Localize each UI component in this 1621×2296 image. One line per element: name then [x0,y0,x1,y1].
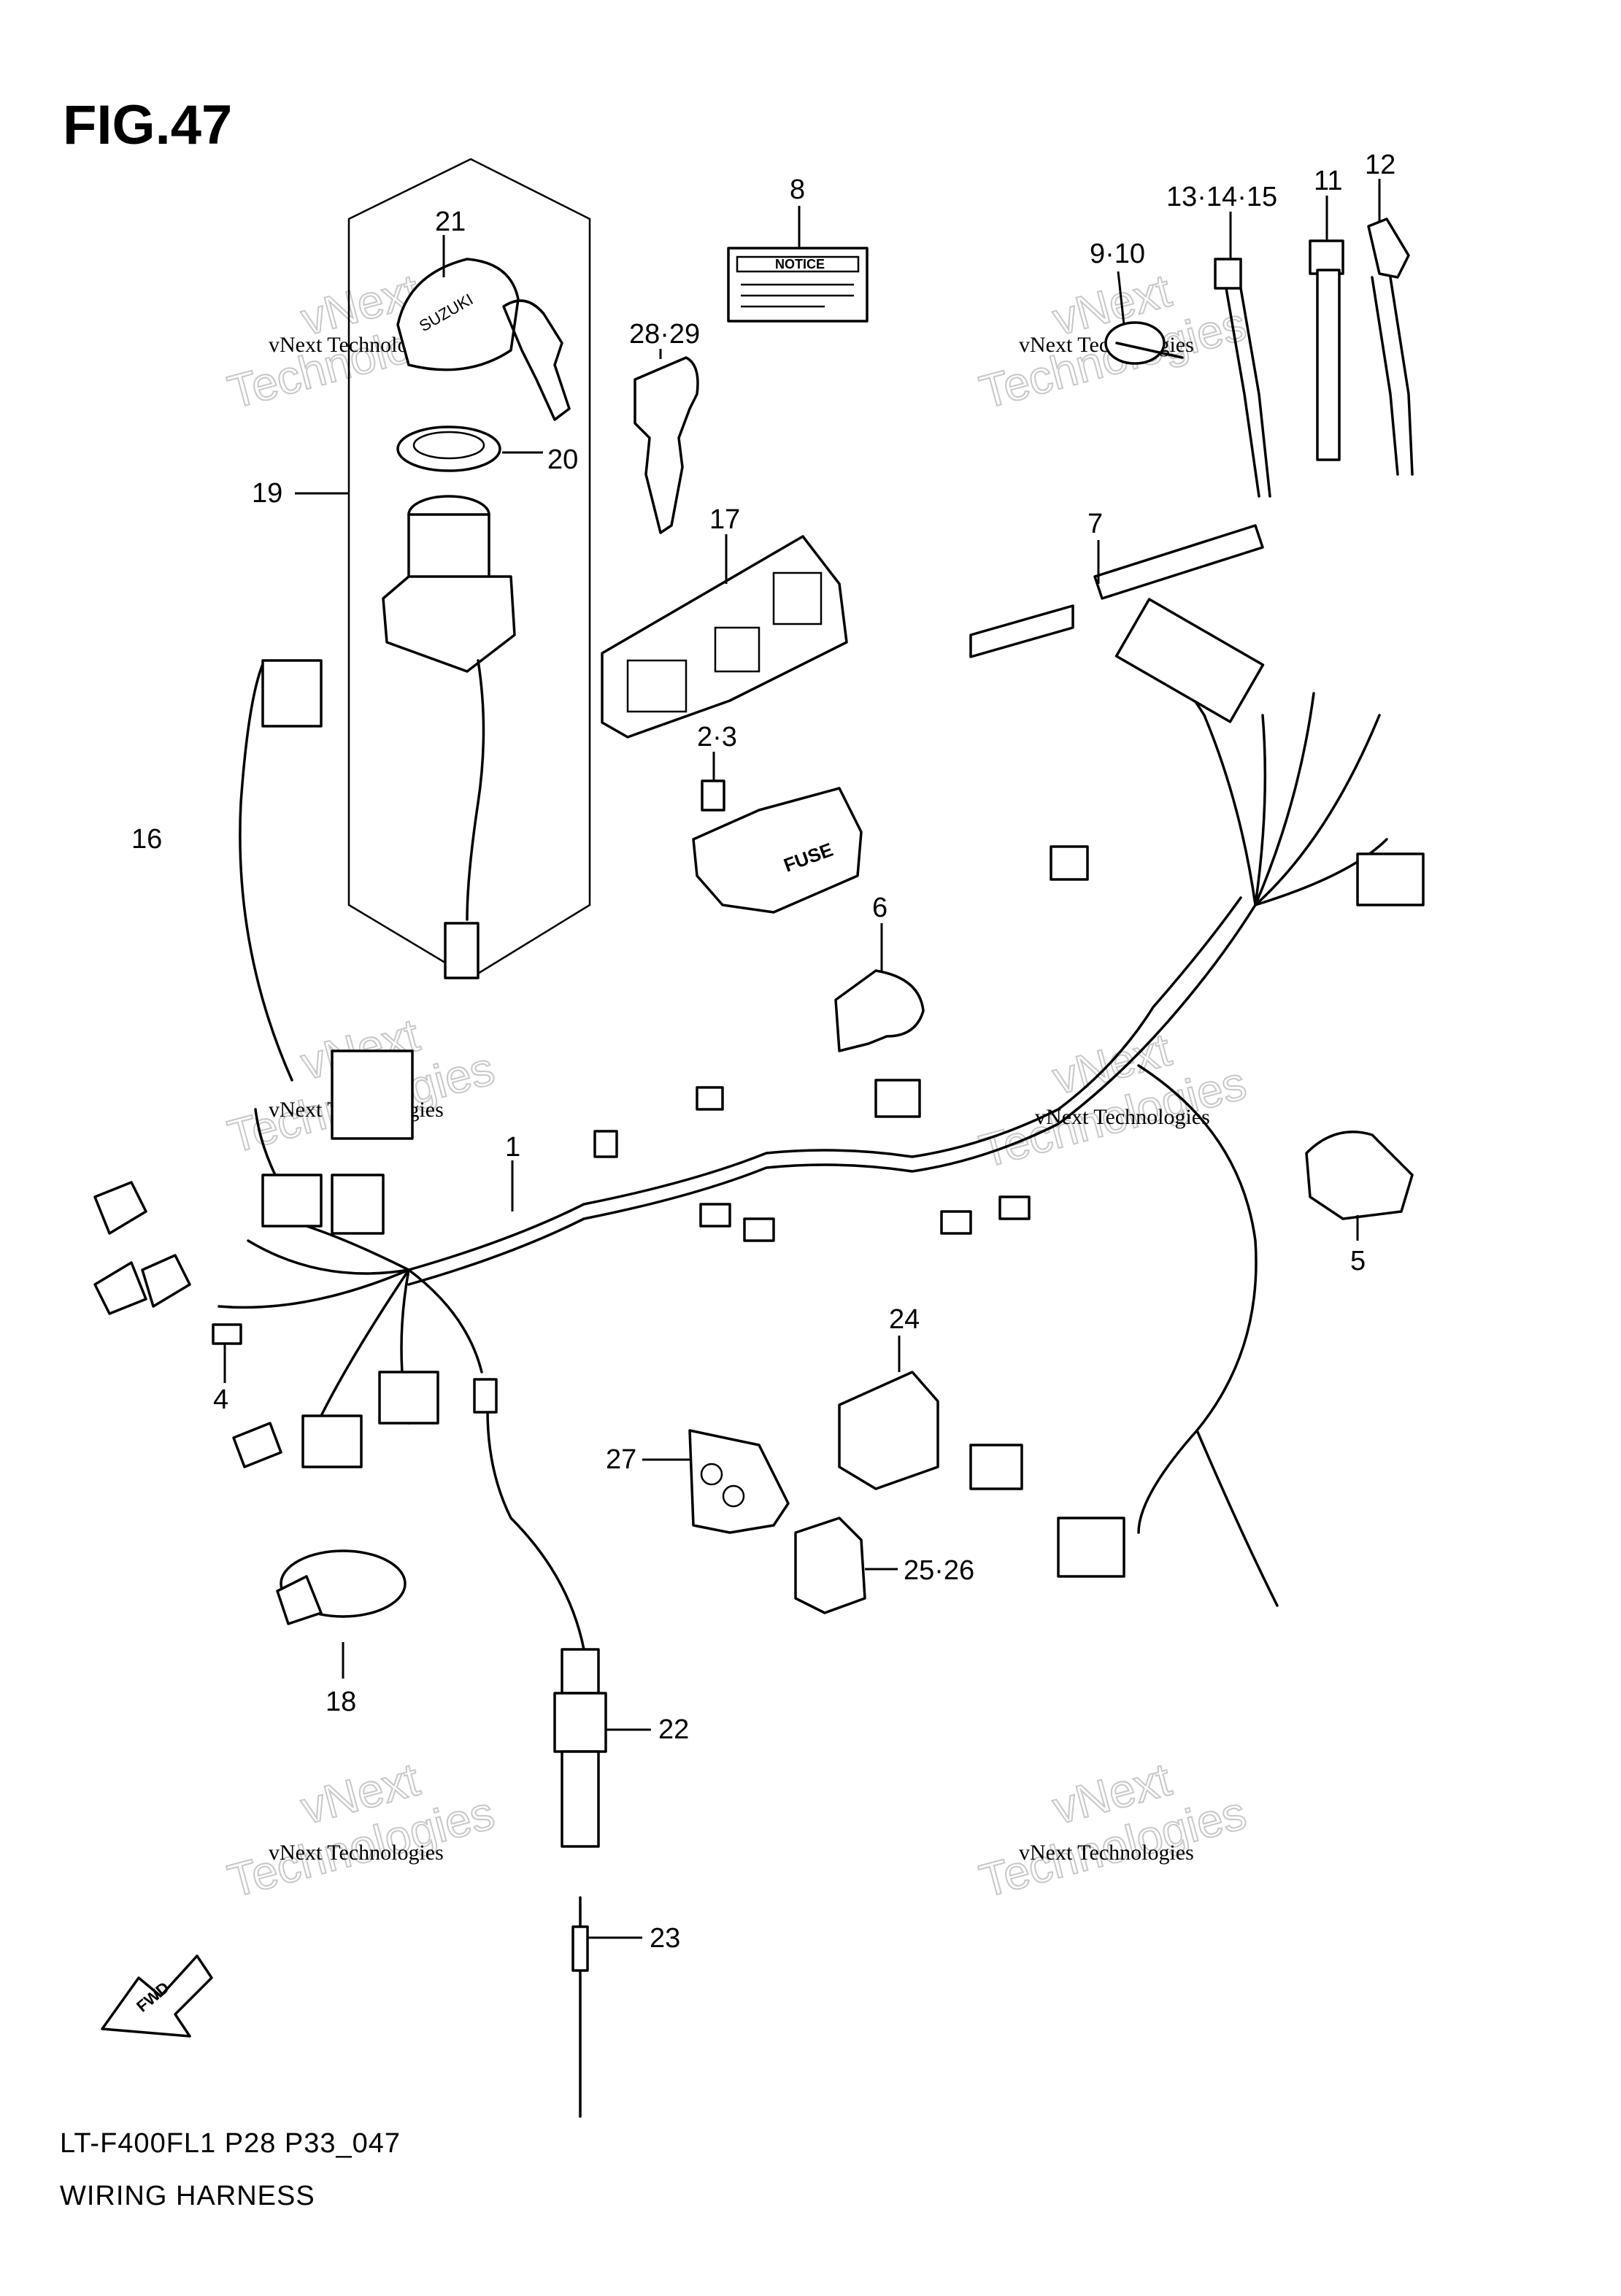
callout-28-29: 28·29 [629,319,700,350]
switch-wire [466,659,485,921]
main-connector-top [1114,598,1265,723]
key-shape [634,356,699,534]
notice-text: NOTICE [775,257,825,271]
probe-23 [571,1896,642,2118]
protector-6 [834,923,925,1052]
ring-nut [396,425,501,472]
key [502,299,571,421]
watermark-mid-right: vNext Technologies vNext Technologies [974,1022,1252,1179]
notice-label: NOTICE [727,206,869,323]
fuse-holder [692,787,863,914]
group-outline [347,158,591,979]
watermark-text: vNext Technologies [1019,1841,1194,1865]
switch-base [382,575,516,673]
callout-22: 22 [658,1714,689,1745]
callout-4: 4 [213,1384,228,1415]
figure-title: FIG.47 [63,94,233,156]
callout-18: 18 [326,1687,356,1717]
main-harness [93,598,1425,1651]
callout-2-3: 2·3 [697,722,737,752]
key-blank [634,349,699,534]
connector-lower-right-a [969,1444,1023,1490]
callout-25-26: 25·26 [904,1555,974,1586]
cable-tie-12 [1367,179,1414,476]
connector-left-mid-b [331,1174,385,1235]
callout-21: 21 [435,207,466,237]
oxygen-sensor-22 [553,1648,651,1848]
cable-tie-13 [1214,212,1271,498]
watermark-text: vNext Technologies [1035,1105,1210,1129]
bracket-plate [601,535,848,739]
watermark-bottom-left: vNext Technologies vNext Technologies [222,1752,500,1908]
figure-name: WIRING HARNESS [60,2181,315,2211]
callout-8: 8 [790,174,805,205]
callout-9-10: 9·10 [1090,239,1145,269]
fuse [701,779,725,812]
spiral-tube [969,524,1264,658]
coupler [794,1517,898,1614]
ignition-switch-group: SUZUKI [295,158,591,979]
connector-left-top [331,1049,414,1140]
connector-16 [261,659,323,728]
terminal-4 [212,1323,242,1345]
relay [838,1336,939,1490]
callout-24: 24 [889,1304,920,1335]
callout-1: 1 [505,1132,520,1163]
callout-11: 11 [1314,166,1342,196]
connector-left-low [378,1371,439,1425]
callout-13-14-15: 13·14·15 [1166,182,1277,212]
cap-5 [1305,1130,1414,1241]
watermark-bottom-right: vNext Technologies vNext Technologies [974,1752,1252,1908]
fwd-arrow: FWD [101,1954,213,2038]
callout-17: 17 [709,504,740,535]
callout-20: 20 [547,444,578,475]
clamp-9-10 [1104,271,1184,365]
ignition-cover [396,258,520,371]
watermark-text: vNext Technologies [269,1841,444,1865]
cable-tie-11 [1309,196,1344,461]
connector-lower-right-b [1057,1517,1125,1578]
fuse-box: FUSE [692,752,863,914]
callout-16: 16 [131,824,162,855]
connector-left-mid-a [261,1174,323,1228]
callout-5: 5 [1350,1246,1366,1276]
harness-trunk [407,896,1242,1271]
switch-connector [444,922,480,979]
callout-27: 27 [606,1444,636,1475]
connector-left-bottom [301,1414,363,1468]
fuse-bracket [601,534,848,739]
sensor-18 [276,1549,407,1679]
callout-6: 6 [872,893,887,923]
callout-19: 19 [252,478,282,509]
terminal-a [93,1181,147,1235]
callout-7: 7 [1087,509,1103,539]
relay-bracket [642,1429,790,1534]
model-code: LT-F400FL1 P28 P33_047 [60,2128,401,2159]
terminal-b [93,1261,147,1315]
callout-12: 12 [1365,150,1395,180]
callout-23: 23 [650,1923,680,1954]
connector-right [1356,852,1425,906]
